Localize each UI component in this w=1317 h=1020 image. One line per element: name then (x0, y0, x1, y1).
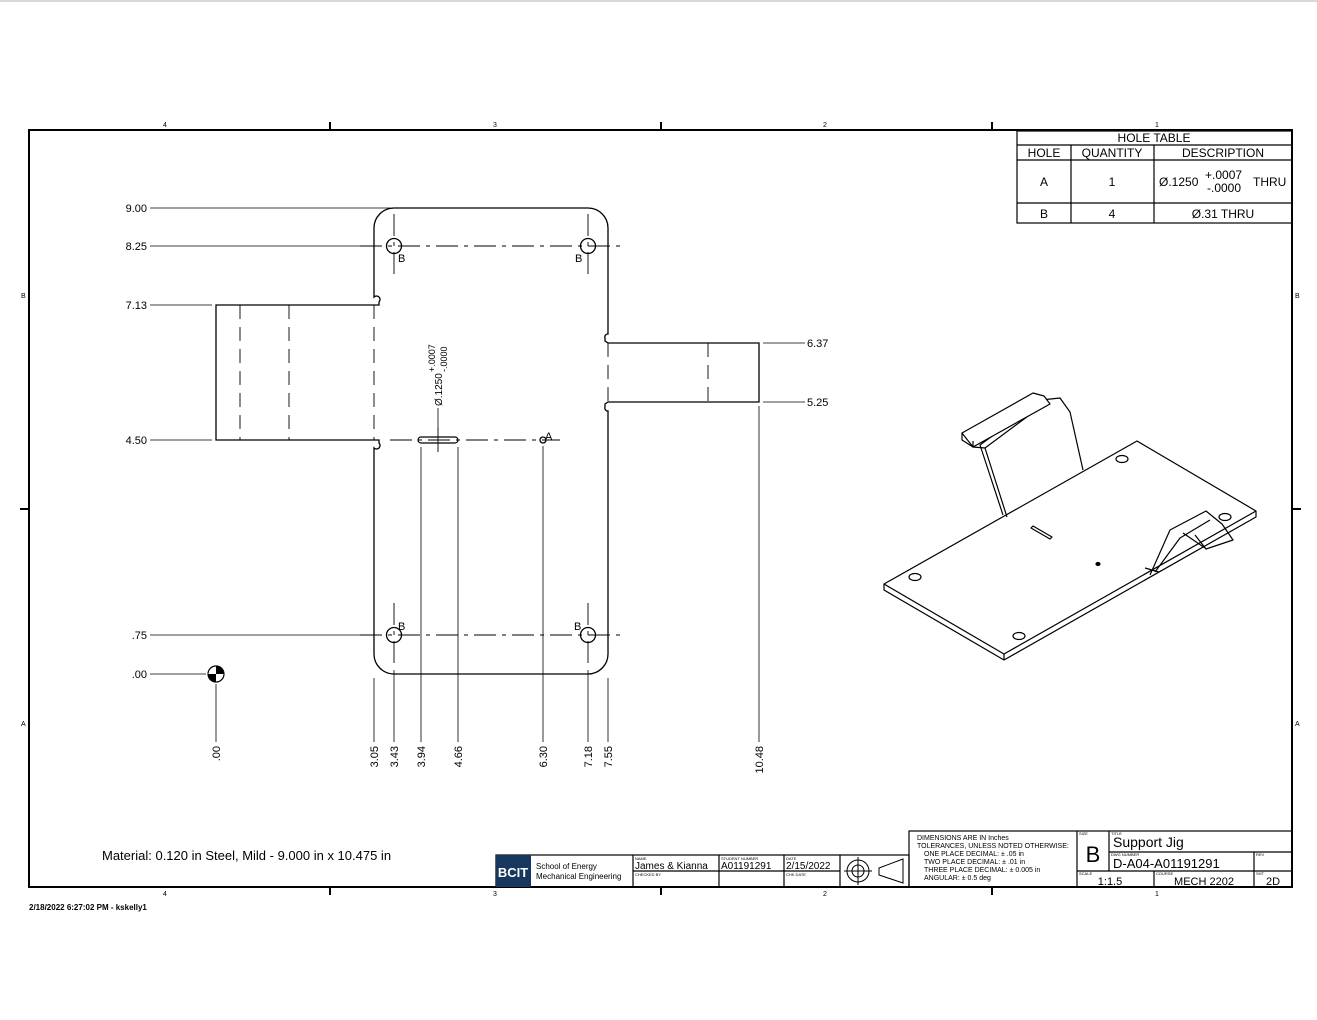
school-line-2: Mechanical Engineering (536, 872, 621, 881)
hole-label-b-4: B (574, 621, 581, 633)
hole-table-row-a-hole: A (1040, 175, 1048, 189)
zone-markers: 4 3 2 1 4 3 2 1 B A B A (21, 122, 1300, 898)
dim-8-25: 8.25 (126, 241, 147, 253)
slot-tol-minus: -.0000 (439, 346, 449, 372)
note-line-3: ONE PLACE DECIMAL: ± .05 in (924, 851, 1024, 858)
dim-3-43: 3.43 (389, 746, 401, 767)
hole-table-row-a-diameter: Ø.1250 (1159, 175, 1199, 189)
svg-text:1: 1 (1155, 891, 1159, 898)
isometric-view (883, 392, 1257, 661)
note-line-2: TOLERANCES, UNLESS NOTED OTHERWISE: (917, 843, 1069, 850)
dim-0-00-x: .00 (211, 746, 223, 761)
student-number-label: STUDENT NUMBER (721, 856, 758, 861)
dim-6-37: 6.37 (807, 338, 828, 350)
flat-pattern-outline (215, 207, 760, 675)
svg-text:4: 4 (163, 122, 167, 129)
slot-tol-plus: +.0007 (427, 344, 437, 372)
note-line-1: DIMENSIONS ARE IN Inches (917, 835, 1009, 842)
dim-0-00-y: .00 (132, 669, 147, 681)
svg-text:1: 1 (1155, 122, 1159, 129)
school-line-1: School of Energy (536, 862, 597, 871)
date-value: 2/15/2022 (786, 861, 831, 872)
dim-7-18: 7.18 (583, 746, 595, 767)
hole-table-row-a-suffix: THRU (1253, 175, 1286, 189)
scale-value: 1:1.5 (1098, 876, 1122, 888)
dim-5-25: 5.25 (807, 397, 828, 409)
dwg-number-label: DWG NUMBER (1111, 852, 1139, 857)
checked-by-label: CHECKED BY (635, 872, 661, 877)
title-block-right: DIMENSIONS ARE IN Inches TOLERANCES, UNL… (908, 830, 1293, 888)
name-value: James & Kianna (635, 861, 708, 872)
hole-table-row-a-quantity: 1 (1109, 175, 1116, 189)
sheet-value: 2D (1266, 876, 1280, 888)
hole-label-b-1: B (398, 253, 405, 265)
dim-7-55: 7.55 (603, 746, 615, 767)
dim-0-75: .75 (132, 630, 147, 642)
origin-symbol (207, 665, 225, 683)
hole-table-row-b-quantity: 4 (1109, 207, 1116, 221)
hole-label-b-2: B (575, 253, 582, 265)
projection-symbol-icon (844, 857, 904, 885)
svg-text:4: 4 (163, 891, 167, 898)
size-value: B (1086, 842, 1101, 867)
course-value: MECH 2202 (1174, 876, 1234, 888)
dim-3-05: 3.05 (369, 746, 381, 767)
title-block-left: BCIT School of Energy Mechanical Enginee… (495, 854, 910, 888)
name-label: NAME (635, 856, 647, 861)
slot-a (417, 436, 459, 444)
hole-label-b-3: B (398, 621, 405, 633)
note-line-4: TWO PLACE DECIMAL: ± .01 in (924, 859, 1025, 866)
svg-text:A: A (1295, 721, 1300, 728)
scale-label: SCALE (1079, 871, 1092, 876)
hole-table-row-b-hole: B (1040, 207, 1048, 221)
dim-9-00: 9.00 (126, 203, 147, 215)
dim-6-30: 6.30 (538, 746, 550, 767)
svg-text:B: B (21, 293, 26, 300)
svg-text:A: A (21, 721, 26, 728)
hole-table-row-a-tol-minus: -.0000 (1207, 181, 1241, 195)
note-line-6: ANGULAR: ± 0.5 deg (924, 875, 991, 882)
hole-table-title: HOLE TABLE (1118, 131, 1191, 145)
rev-label: REV (1256, 852, 1265, 857)
dim-4-66: 4.66 (453, 746, 465, 767)
svg-text:B: B (1295, 293, 1300, 300)
bend-lines (239, 214, 709, 667)
svg-text:3: 3 (493, 891, 497, 898)
svg-text:3: 3 (493, 122, 497, 129)
size-label: SIZE (1079, 831, 1088, 836)
chk-date-label: CHK DATE (786, 872, 806, 877)
dim-10-48: 10.48 (754, 746, 766, 774)
dwg-number-value: D-A04-A01191291 (1113, 856, 1220, 871)
title-label: TITLE (1111, 831, 1122, 836)
print-timestamp: 2/18/2022 6:27:02 PM - kskelly1 (29, 903, 147, 912)
hole-table-row-a-tol-plus: +.0007 (1205, 168, 1242, 182)
dimension-lines (150, 207, 805, 742)
slot-diameter: Ø.1250 (434, 373, 445, 406)
note-line-5: THREE PLACE DECIMAL: ± 0.005 in (924, 867, 1040, 874)
flat-pattern (215, 207, 760, 675)
dim-3-94: 3.94 (416, 746, 428, 767)
dim-4-50: 4.50 (126, 435, 147, 447)
date-label: DATE (786, 856, 797, 861)
hole-table-row-b-description: Ø.31 THRU (1192, 207, 1254, 221)
dim-7-13: 7.13 (126, 300, 147, 312)
hole-table-header-hole: HOLE (1028, 146, 1061, 160)
course-label: COURSE (1156, 871, 1173, 876)
svg-text:2: 2 (823, 891, 827, 898)
student-number-value: A01191291 (721, 861, 772, 872)
bcit-logo (496, 855, 531, 887)
hole-table: HOLE TABLE HOLE QUANTITY DESCRIPTION A 1… (1016, 130, 1293, 224)
title-value: Support Jig (1113, 834, 1184, 850)
hole-table-header-quantity: QUANTITY (1082, 146, 1143, 160)
svg-text:2: 2 (823, 122, 827, 129)
bcit-logo-text: BCIT (498, 865, 528, 880)
hole-table-header-description: DESCRIPTION (1182, 146, 1264, 160)
hole-label-a: A (545, 431, 553, 443)
material-note: Material: 0.120 in Steel, Mild - 9.000 i… (102, 848, 391, 863)
sht-label: SHT (1256, 871, 1265, 876)
